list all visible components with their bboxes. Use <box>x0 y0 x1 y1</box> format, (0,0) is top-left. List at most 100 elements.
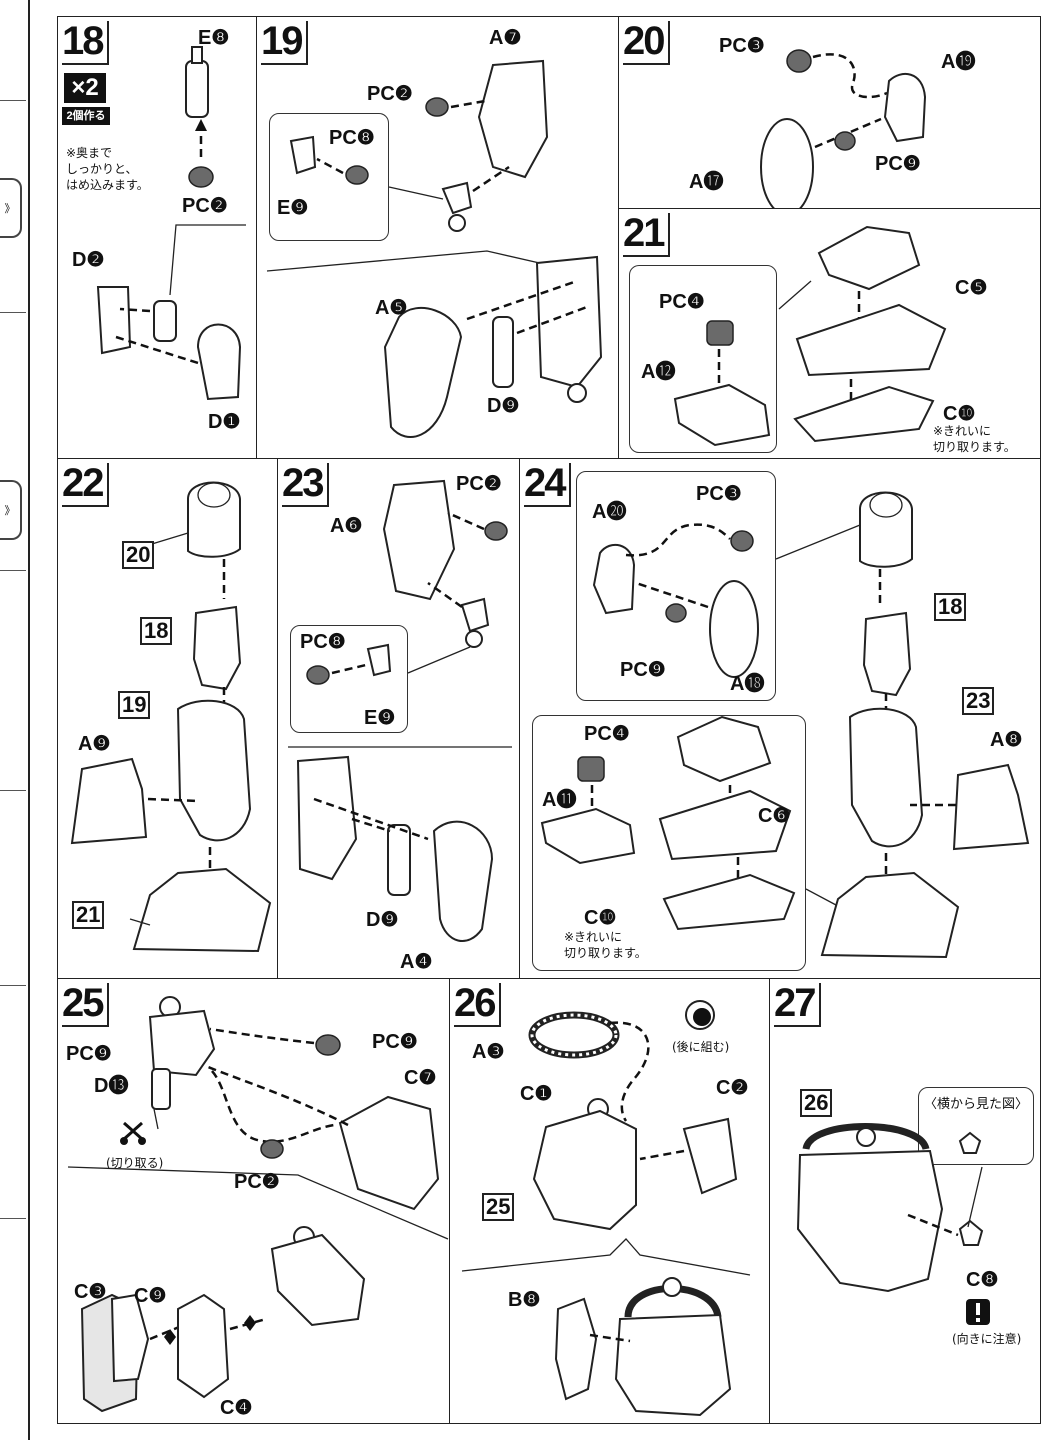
assembly-note: ※奥まで しっかりと、 はめ込みます。 <box>66 146 149 192</box>
part-label: C❺ <box>955 277 988 299</box>
step-number: 18 <box>62 21 109 65</box>
step-24-diagram <box>540 491 1030 959</box>
part-label: E❽ <box>198 27 230 49</box>
part-label: A⓱ <box>689 171 724 193</box>
side-view-label: 〈横から見た図〉 <box>924 1097 1029 1112</box>
step-number: 19 <box>261 21 308 65</box>
part-label: A⓫ <box>542 789 577 811</box>
step-20-panel: 20 PC❸ A⓳ A⓱ PC❾ <box>618 16 1041 216</box>
step-22-diagram <box>70 481 272 953</box>
part-label: C❾ <box>134 1285 167 1307</box>
sidebar-tab: 》 <box>0 480 22 540</box>
step-number: 25 <box>62 983 109 1027</box>
cutting-note: ※きれいに 切り取ります。 <box>933 424 1016 454</box>
part-label: C❿ <box>943 403 976 425</box>
step-24-panel: 24 <box>519 458 1041 980</box>
later-note: (後に組む) <box>672 1040 730 1054</box>
step-18-diagram <box>96 46 246 401</box>
sidebar-rule <box>0 790 26 791</box>
part-label: A❻ <box>330 515 363 537</box>
part-label: E❾ <box>277 197 309 219</box>
part-label: A❹ <box>400 951 433 973</box>
part-label: A❾ <box>78 733 111 755</box>
step-21-panel: 21 PC❹ A⓬ C❺ C❿ ※きれいに 切り取ります。 <box>618 208 1041 460</box>
step-23-panel: 23 PC❷ A❻ PC❽ E❾ D❾ A❹ <box>277 458 521 980</box>
multiplier-badge: ×2 <box>64 73 106 103</box>
part-label: PC❾ <box>66 1043 112 1065</box>
step-number: 20 <box>623 21 670 65</box>
sidebar-rule <box>0 100 26 101</box>
part-label: C❹ <box>220 1397 253 1419</box>
part-label: A❽ <box>990 729 1023 751</box>
step-21-diagram <box>673 225 947 447</box>
sidebar-tab: 》 <box>0 178 22 238</box>
part-label: C❿ <box>584 907 617 929</box>
part-label: B❽ <box>508 1289 541 1311</box>
part-label: A❸ <box>472 1041 505 1063</box>
part-label: PC❹ <box>584 723 630 745</box>
part-label: PC❷ <box>456 473 502 495</box>
step-ref: 26 <box>800 1089 833 1117</box>
step-26-diagram <box>461 1000 751 1417</box>
step-22-panel: 22 20 18 19 A❾ 21 <box>57 458 279 980</box>
part-label: PC❽ <box>300 631 346 653</box>
part-label: PC❾ <box>372 1031 418 1053</box>
part-label: C❻ <box>758 805 791 827</box>
step-ref: 20 <box>122 541 155 569</box>
part-label: PC❷ <box>182 195 228 217</box>
part-label: C❶ <box>520 1083 553 1105</box>
step-25-panel: 25 PC❾ PC❾ C❼ <box>57 978 451 1424</box>
part-label: A⓳ <box>941 51 976 73</box>
step-number: 22 <box>62 463 109 507</box>
step-18-panel: 18 ×2 2個作る ※奥まで しっかりと、 はめ込みます。 E❽ PC❷ D❷… <box>57 16 258 460</box>
step-ref: 23 <box>962 687 995 715</box>
step-number: 24 <box>524 463 571 507</box>
step-number: 21 <box>623 213 670 257</box>
part-label: A⓴ <box>592 501 627 523</box>
cutting-note: ※きれいに 切り取ります。 <box>564 930 647 960</box>
sidebar-rule <box>0 1218 26 1219</box>
step-ref: 25 <box>482 1193 515 1221</box>
part-label: PC❷ <box>234 1171 280 1193</box>
sidebar-rule <box>0 985 26 986</box>
part-label: PC❸ <box>719 35 765 57</box>
part-label: C❼ <box>404 1067 437 1089</box>
caution-note: (向きに注意) <box>952 1332 1022 1346</box>
step-number: 23 <box>282 463 329 507</box>
part-label: A⓲ <box>730 673 765 695</box>
part-label: PC❹ <box>659 291 705 313</box>
part-label: C❽ <box>966 1269 999 1291</box>
step-number: 27 <box>774 983 821 1027</box>
step-26-panel: 26 A❸ (後に組む) C❶ C❷ 25 B❽ <box>449 978 771 1424</box>
step-ref: 18 <box>140 617 173 645</box>
part-label: C❸ <box>74 1281 107 1303</box>
step-ref: 21 <box>72 901 105 929</box>
sidebar-rule <box>0 312 26 313</box>
part-label: D⓭ <box>94 1075 129 1097</box>
step-19-diagram <box>266 59 603 438</box>
part-label: D❾ <box>487 395 520 417</box>
detail-callout <box>269 113 389 241</box>
step-number: 26 <box>454 983 501 1027</box>
left-sidebar: 》 》 <box>0 0 30 1440</box>
part-label: D❷ <box>72 249 105 271</box>
step-27-panel: 27 26 〈横から見た図〉 C❽ (向きに注意) <box>769 978 1041 1424</box>
part-label: PC❸ <box>696 483 742 505</box>
part-label: PC❽ <box>329 127 375 149</box>
multiplier-note: 2個作る <box>62 107 110 125</box>
step-ref: 18 <box>934 593 967 621</box>
tool-note: (切り取る) <box>106 1156 164 1170</box>
step-23-diagram <box>288 479 512 942</box>
part-label: D❶ <box>208 411 241 433</box>
step-19-panel: 19 A❼ PC❷ PC❽ E❾ A❺ D❾ <box>256 16 620 460</box>
part-label: PC❷ <box>367 83 413 105</box>
part-label: A❺ <box>375 297 408 319</box>
part-label: E❾ <box>364 707 396 729</box>
part-label: A⓬ <box>641 361 676 383</box>
step-20-diagram <box>760 49 927 216</box>
step-ref: 19 <box>118 691 151 719</box>
step-27-diagram <box>796 1123 990 1325</box>
part-label: D❾ <box>366 909 399 931</box>
part-label: PC❾ <box>875 153 921 175</box>
